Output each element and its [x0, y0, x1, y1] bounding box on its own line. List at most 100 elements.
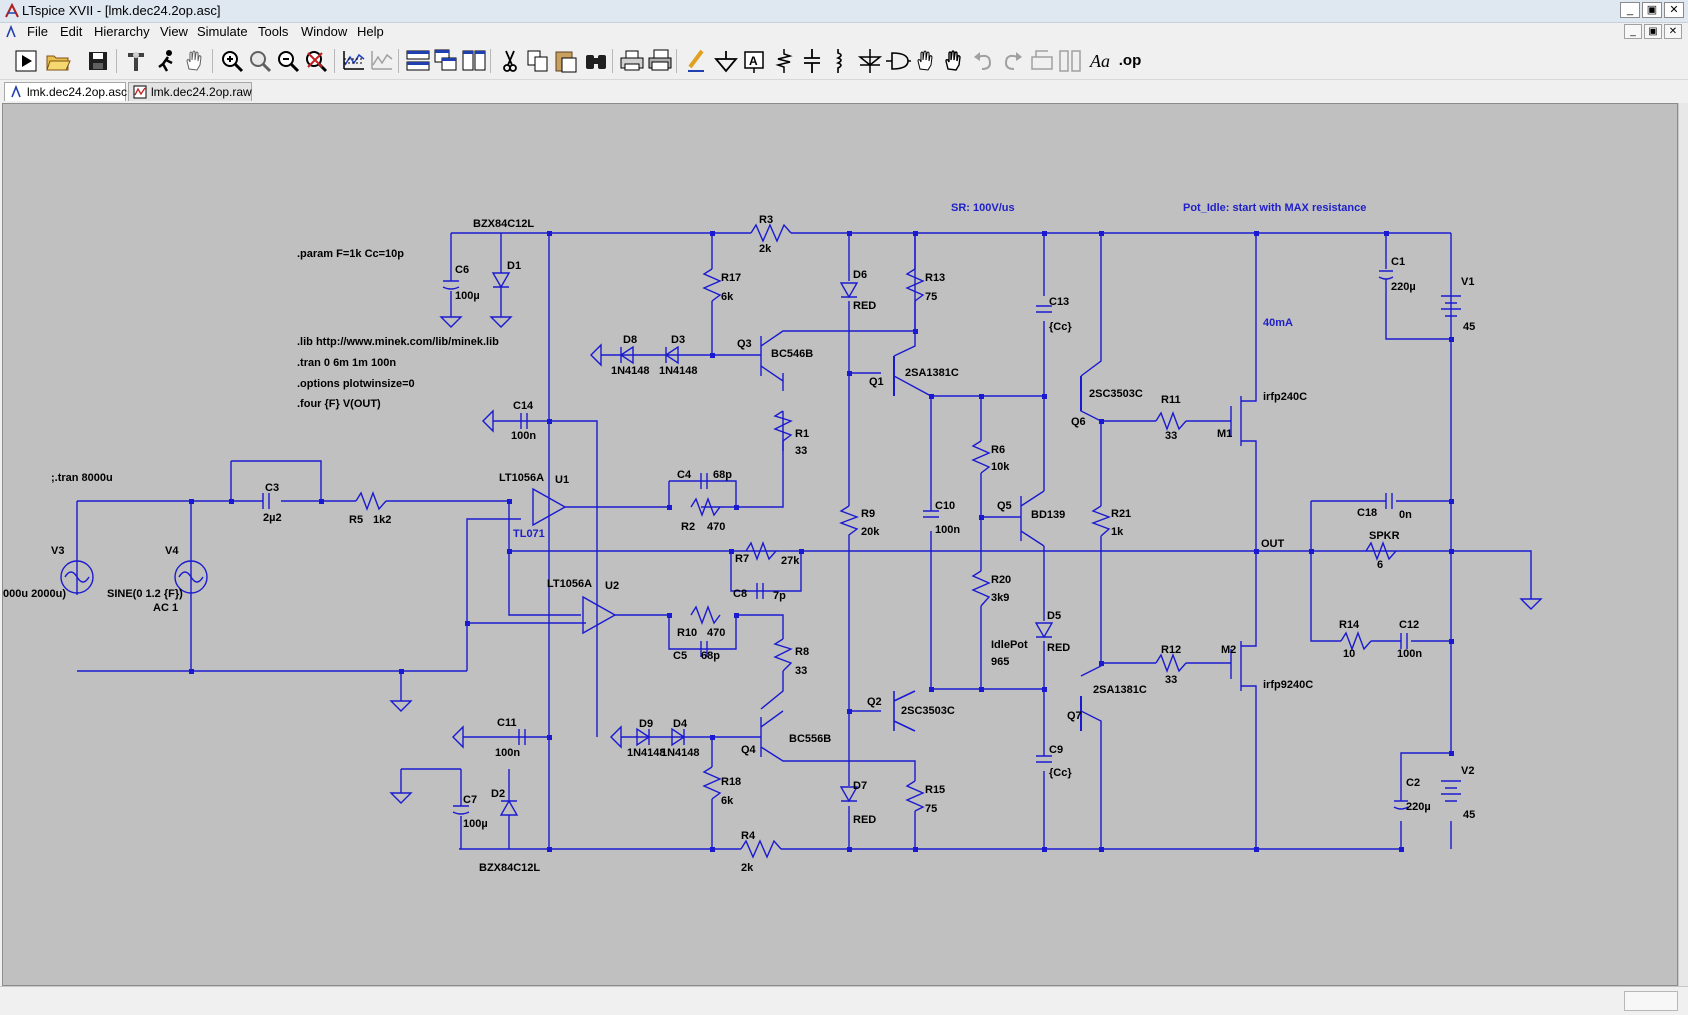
- menu-edit[interactable]: Edit: [60, 24, 83, 39]
- label-net-button[interactable]: A: [740, 47, 768, 75]
- redo-button[interactable]: [998, 47, 1026, 75]
- value-r20: 3k9: [991, 592, 1009, 604]
- ground-icon: [714, 51, 738, 73]
- vertical-scrollbar[interactable]: [1678, 103, 1688, 986]
- zoom-in-button[interactable]: [218, 47, 246, 75]
- spice-directive-button[interactable]: .op: [1118, 52, 1142, 69]
- mirror-button[interactable]: [1056, 47, 1084, 75]
- label-r9: R9: [861, 508, 875, 520]
- zoom-area-button[interactable]: [246, 47, 274, 75]
- mirror-icon: [1059, 50, 1081, 72]
- lib-directive[interactable]: .lib http://www.minek.com/lib/minek.lib: [297, 336, 499, 348]
- value-d3: 1N4148: [659, 365, 698, 377]
- menu-window[interactable]: Window: [301, 24, 348, 39]
- open-button[interactable]: [44, 47, 72, 75]
- cut-button[interactable]: [496, 47, 524, 75]
- d6-symbol: [839, 282, 859, 299]
- v2-symbol: [1441, 780, 1461, 802]
- zoom-out-button[interactable]: [274, 47, 302, 75]
- move-button[interactable]: [912, 47, 940, 75]
- title-bar: LTspice XVII - [lmk.dec24.2op.asc] _ ▣ ✕: [0, 0, 1688, 23]
- maximize-button[interactable]: ▣: [1642, 2, 1662, 18]
- component-button[interactable]: [884, 47, 912, 75]
- doc-restore-button[interactable]: ▣: [1644, 24, 1662, 39]
- capacitor-button[interactable]: [798, 47, 826, 75]
- label-v2: V2: [1461, 765, 1474, 777]
- pan-button[interactable]: [180, 47, 208, 75]
- tran-directive[interactable]: .tran 0 6m 1m 100n: [297, 357, 396, 369]
- slew-note[interactable]: SR: 100V/us: [951, 202, 1015, 214]
- value-r17: 6k: [721, 291, 734, 303]
- menu-view[interactable]: View: [160, 24, 188, 39]
- tran-comment[interactable]: ;.tran 8000u: [51, 472, 113, 484]
- print-setup-icon: [648, 49, 672, 71]
- resistor-button[interactable]: [770, 47, 798, 75]
- halt-button[interactable]: [152, 47, 180, 75]
- draw-wire-button[interactable]: [682, 47, 710, 75]
- zoom-fit-button[interactable]: [302, 47, 330, 75]
- label-idlepot: IdlePot: [991, 639, 1028, 651]
- label-r20: R20: [991, 574, 1011, 586]
- tab-schematic[interactable]: lmk.dec24.2op.asc: [4, 82, 127, 101]
- param-directive[interactable]: .param F=1k Cc=10p: [297, 248, 404, 260]
- menu-tools[interactable]: Tools: [258, 24, 289, 39]
- label-d7: D7: [853, 780, 867, 792]
- document-icon[interactable]: [4, 25, 18, 39]
- label-c11: C11: [497, 717, 517, 729]
- cascade-button[interactable]: [432, 47, 460, 75]
- value-c11: 100n: [495, 747, 520, 759]
- tile-vertical-button[interactable]: [460, 47, 488, 75]
- print-button[interactable]: [618, 47, 646, 75]
- inductor-button[interactable]: [826, 47, 854, 75]
- r9-symbol: [839, 505, 859, 541]
- copy-button[interactable]: [524, 47, 552, 75]
- menu-hierarchy[interactable]: Hierarchy: [94, 24, 150, 39]
- label-v4: V4: [165, 545, 179, 557]
- drag-button[interactable]: [940, 47, 968, 75]
- out-label[interactable]: OUT: [1261, 538, 1285, 550]
- label-u2: U2: [605, 580, 619, 592]
- print-setup-button[interactable]: [646, 47, 674, 75]
- value-r21: 1k: [1111, 526, 1124, 538]
- doc-minimize-button[interactable]: _: [1624, 24, 1642, 39]
- minimize-button[interactable]: _: [1620, 2, 1640, 18]
- svg-text:A: A: [749, 54, 758, 68]
- tab-label: lmk.dec24.2op.raw: [151, 85, 252, 99]
- c12-symbol: [1400, 633, 1408, 649]
- d7-symbol: [839, 786, 859, 803]
- ground-button[interactable]: [712, 47, 740, 75]
- rotate-button[interactable]: [1028, 47, 1056, 75]
- model-m2: irfp9240C: [1263, 679, 1313, 691]
- v3-symbol: [60, 560, 94, 594]
- menu-simulate[interactable]: Simulate: [197, 24, 248, 39]
- undo-button[interactable]: [970, 47, 998, 75]
- control-panel-button[interactable]: [122, 47, 150, 75]
- four-directive[interactable]: .four {F} V(OUT): [297, 398, 381, 410]
- value-r18: 6k: [721, 795, 734, 807]
- text-button[interactable]: Aa: [1090, 51, 1110, 71]
- value-idlepot: 965: [991, 656, 1009, 668]
- manual-limits-button[interactable]: [368, 47, 396, 75]
- c6-symbol: [442, 233, 460, 317]
- options-directive[interactable]: .options plotwinsize=0: [297, 378, 415, 390]
- menu-help[interactable]: Help: [357, 24, 384, 39]
- toolbar: A Aa .op: [0, 43, 1688, 80]
- autorange-button[interactable]: [340, 47, 368, 75]
- close-button[interactable]: ✕: [1664, 2, 1684, 18]
- schematic-canvas[interactable]: .param F=1k Cc=10p .lib http://www.minek…: [2, 103, 1678, 986]
- pot-note[interactable]: Pot_Idle: start with MAX resistance: [1183, 202, 1366, 214]
- save-button[interactable]: [84, 47, 112, 75]
- tile-horizontal-button[interactable]: [404, 47, 432, 75]
- value-v4: SINE(0 1.2 {F}): [107, 588, 183, 600]
- bias-note[interactable]: 40mA: [1263, 317, 1293, 329]
- undo-icon: [974, 52, 992, 70]
- label-r14: R14: [1339, 619, 1360, 631]
- paste-button[interactable]: [552, 47, 580, 75]
- tab-waveform[interactable]: lmk.dec24.2op.raw: [128, 82, 252, 101]
- doc-close-button[interactable]: ✕: [1664, 24, 1682, 39]
- find-button[interactable]: [582, 47, 610, 75]
- run-button[interactable]: [12, 47, 40, 75]
- menu-file[interactable]: File: [27, 24, 48, 39]
- paste-icon: [555, 51, 577, 73]
- diode-button[interactable]: [856, 47, 884, 75]
